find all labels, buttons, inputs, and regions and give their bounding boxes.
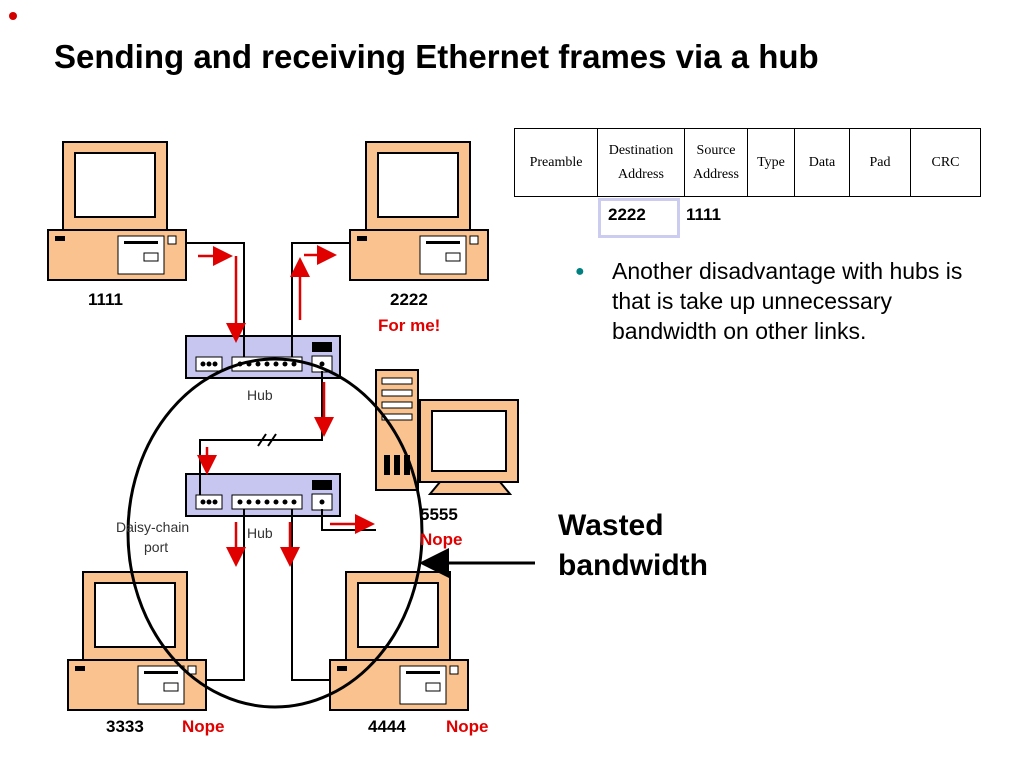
frame-field-crc: CRC <box>910 128 981 197</box>
wasted-bandwidth-ellipse <box>126 357 424 709</box>
computer-4444-icon <box>329 571 469 711</box>
callout-line-1: Wasted <box>558 509 664 542</box>
host-3333-status: Nope <box>182 717 225 736</box>
computer-2222-icon <box>349 141 489 281</box>
host-5555-address: 5555 <box>420 505 458 524</box>
frame-field-type: Type <box>747 128 795 197</box>
hub-bottom-label: Hub <box>247 525 273 541</box>
callout-line-2: bandwidth <box>558 549 708 582</box>
destination-highlight-box <box>598 198 680 238</box>
host-5555-status: Nope <box>420 530 463 549</box>
frame-field-preamble: Preamble <box>514 128 598 197</box>
host-4444-status: Nope <box>446 717 489 736</box>
daisy-chain-label-line2: port <box>144 539 168 555</box>
slide-title: Sending and receiving Ethernet frames vi… <box>54 38 819 75</box>
hub-top-icon <box>185 335 341 379</box>
bullet-icon: ● <box>575 263 585 280</box>
hub-top-label: Hub <box>247 387 273 403</box>
computer-5555-icon <box>375 369 519 495</box>
host-2222-address: 2222 <box>390 290 428 309</box>
hub-bottom-icon <box>185 473 341 517</box>
host-3333-address: 3333 <box>106 717 144 736</box>
daisy-chain-label-line1: Daisy-chain <box>116 519 189 535</box>
source-address-value: 1111 <box>686 205 722 224</box>
bullet-dot-top <box>9 12 17 20</box>
host-1111-address: 1111 <box>88 290 124 309</box>
frame-flow-arrows <box>197 245 375 567</box>
host-4444-address: 4444 <box>368 717 406 736</box>
computer-1111-icon <box>47 141 187 281</box>
wasted-bandwidth-callout: Wasted bandwidth <box>558 506 708 586</box>
frame-field-pad: Pad <box>849 128 911 197</box>
frame-field-data: Data <box>794 128 850 197</box>
host-2222-status: For me! <box>378 316 441 335</box>
bullet-text: Another disadvantage with hubs is that i… <box>612 258 963 344</box>
destination-address-value: 2222 <box>608 205 646 224</box>
